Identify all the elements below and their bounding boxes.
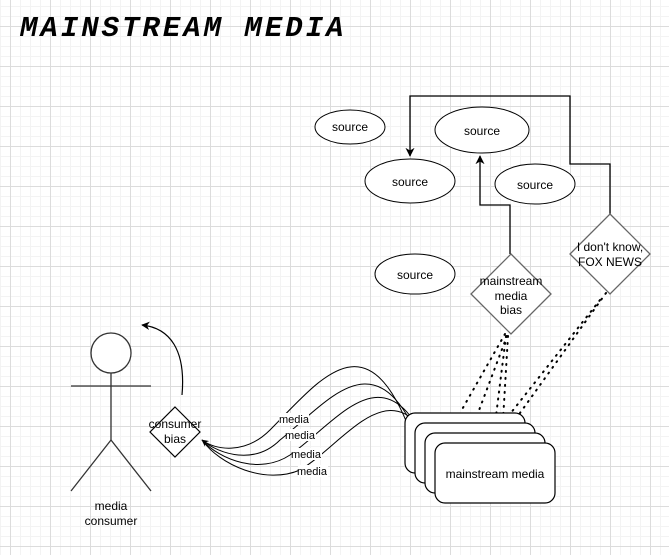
source-node-4[interactable]: source [494,163,576,205]
mainstream-media-stack[interactable]: mainstream media [404,412,556,504]
source-label: source [392,175,428,189]
source-node-5[interactable]: source [374,253,456,295]
media-edge-label: media [285,430,316,442]
media-edge-label: media [291,449,322,461]
actor-head [90,332,132,374]
media-consumer-actor[interactable] [70,332,152,492]
fox-to-source-connector[interactable] [405,95,611,214]
source-label: source [397,268,433,282]
media-edge-label: media [297,466,328,478]
fox-label-line1: I don't know, [577,240,643,254]
source-label: source [464,124,500,138]
fox-news-node[interactable]: I don't know, FOX NEWS [569,213,651,295]
mainstream-media-bias-node[interactable]: mainstream media bias [470,253,552,335]
source-node-2[interactable]: source [434,106,530,154]
bias-label-line3: bias [500,303,522,317]
consumer-bias-line1: consumer [149,417,202,431]
media-edge-labels: media media media media [279,413,328,478]
bias-to-source-connector[interactable] [475,155,511,254]
media-stack-label: mainstream media [446,467,545,481]
dotted-links [459,292,607,441]
actor-label-line2: consumer [85,514,138,528]
source-label: source [332,120,368,134]
diagram-title: MAINSTREAM MEDIA [20,12,347,45]
actor-label-line1: media [95,499,128,513]
source-node-1[interactable]: source [314,109,386,145]
consumer-bias-line2: bias [164,432,186,446]
media-edge-label: media [279,414,310,426]
source-label: source [517,178,553,192]
bias-label-line1: mainstream [480,274,543,288]
consumer-bias-node[interactable]: consumer bias [149,406,202,458]
source-node-3[interactable]: source [364,158,456,204]
bias-to-consumer-arrow[interactable] [141,321,184,396]
fox-label-line2: FOX NEWS [578,255,642,269]
bias-label-line2: media [495,289,528,303]
